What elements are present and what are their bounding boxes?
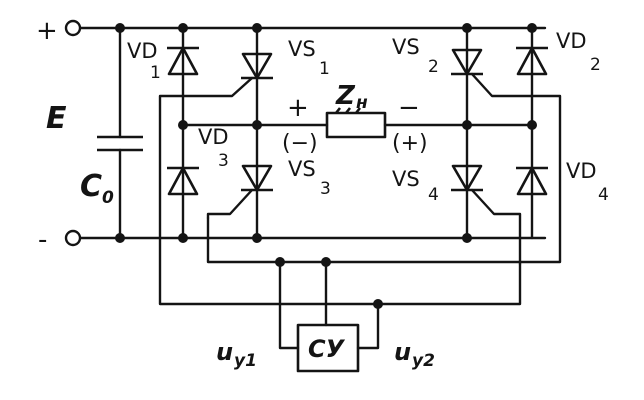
label-vd2: VD bbox=[556, 29, 587, 53]
plus-sign: + bbox=[36, 16, 58, 46]
label-vd2-sub: 2 bbox=[590, 55, 601, 75]
thyristor-vs1 bbox=[241, 52, 273, 80]
capacitor-subscript: 0 bbox=[102, 188, 114, 208]
thyristor-triangle bbox=[241, 52, 273, 80]
junction-dot bbox=[115, 233, 125, 243]
thyristor-vs4 bbox=[451, 164, 483, 192]
control-block bbox=[296, 323, 360, 373]
load: Z н + − (−) (+) bbox=[282, 81, 428, 156]
capacitor-label: C bbox=[80, 169, 102, 204]
thyristor-vs3 bbox=[241, 164, 273, 192]
junction-dot bbox=[373, 299, 383, 309]
load-resistor bbox=[325, 111, 387, 139]
diode-triangle bbox=[167, 46, 199, 76]
junction-dot bbox=[178, 23, 188, 33]
label-vd1-sub: 1 bbox=[150, 63, 161, 83]
diode-triangle bbox=[516, 46, 548, 76]
control-link-left bbox=[278, 260, 300, 350]
junction-dot bbox=[252, 23, 262, 33]
label-vd3-sub: 3 bbox=[218, 151, 229, 171]
label-vd4: VD bbox=[566, 159, 597, 183]
junctions bbox=[115, 23, 537, 309]
junction-dot bbox=[252, 233, 262, 243]
control-output-right-sub: у2 bbox=[412, 351, 435, 371]
label-vs1: VS bbox=[288, 37, 316, 61]
gate-lead-vs3 bbox=[206, 188, 254, 220]
control-output-left: u bbox=[216, 338, 233, 366]
label-vs2: VS bbox=[392, 35, 420, 59]
control-output-right: u bbox=[394, 338, 411, 366]
diode-triangle bbox=[167, 166, 199, 196]
junction-dot bbox=[178, 233, 188, 243]
load-left-polarity: + bbox=[287, 93, 309, 123]
supply-terminals: + - E bbox=[36, 16, 82, 255]
control-system: СУ u у1 u у2 bbox=[216, 323, 435, 373]
source-label: E bbox=[46, 101, 67, 136]
label-vs3: VS bbox=[288, 157, 316, 181]
wiring bbox=[78, 26, 562, 350]
control-output-left-sub: у1 bbox=[234, 351, 257, 371]
load-left-polarity-alt: (−) bbox=[282, 131, 318, 156]
label-vs1-sub: 1 bbox=[319, 59, 330, 79]
junction-dot bbox=[275, 257, 285, 267]
control-block-label: СУ bbox=[308, 335, 346, 363]
label-vs4: VS bbox=[392, 167, 420, 191]
diode-vd1 bbox=[167, 46, 199, 76]
thyristor-triangle bbox=[451, 48, 483, 76]
junction-dot bbox=[527, 23, 537, 33]
label-vs4-sub: 4 bbox=[428, 185, 439, 205]
device-labels: VD 1 VS 1 VS 2 VD 2 VD 3 VS 3 VS 4 VD 4 bbox=[127, 29, 609, 205]
junction-dot bbox=[178, 120, 188, 130]
label-vd3: VD bbox=[198, 125, 229, 149]
capacitor: C 0 bbox=[80, 135, 143, 208]
minus-sign: - bbox=[38, 225, 47, 255]
diode-triangle bbox=[516, 166, 548, 196]
load-subscript: н bbox=[356, 93, 368, 113]
load-label: Z bbox=[335, 81, 356, 111]
thyristor-triangle bbox=[241, 164, 273, 192]
junction-dot bbox=[462, 23, 472, 33]
thyristor-triangle bbox=[451, 164, 483, 192]
junction-dot bbox=[462, 120, 472, 130]
label-vd4-sub: 4 bbox=[598, 185, 609, 205]
thyristor-vs2 bbox=[451, 48, 483, 76]
positive-terminal bbox=[64, 19, 82, 37]
junction-dot bbox=[252, 120, 262, 130]
diode-vd3 bbox=[167, 166, 199, 196]
load-right-polarity: − bbox=[398, 93, 420, 123]
diode-vd2 bbox=[516, 46, 548, 76]
label-vd1: VD bbox=[127, 39, 158, 63]
junction-dot bbox=[462, 233, 472, 243]
load-right-polarity-alt: (+) bbox=[392, 131, 428, 156]
diode-vd4 bbox=[516, 166, 548, 196]
gate-lead-vs4 bbox=[470, 188, 522, 266]
load-resistor-hatch bbox=[334, 107, 362, 114]
junction-dot bbox=[321, 257, 331, 267]
label-vs3-sub: 3 bbox=[320, 179, 331, 199]
junction-dot bbox=[527, 120, 537, 130]
control-link-right bbox=[356, 302, 380, 350]
label-vs2-sub: 2 bbox=[428, 57, 439, 77]
junction-dot bbox=[115, 23, 125, 33]
negative-terminal bbox=[64, 229, 82, 247]
gate-lead-vs1 bbox=[158, 76, 522, 306]
gate-lead-vs2 bbox=[206, 72, 562, 264]
